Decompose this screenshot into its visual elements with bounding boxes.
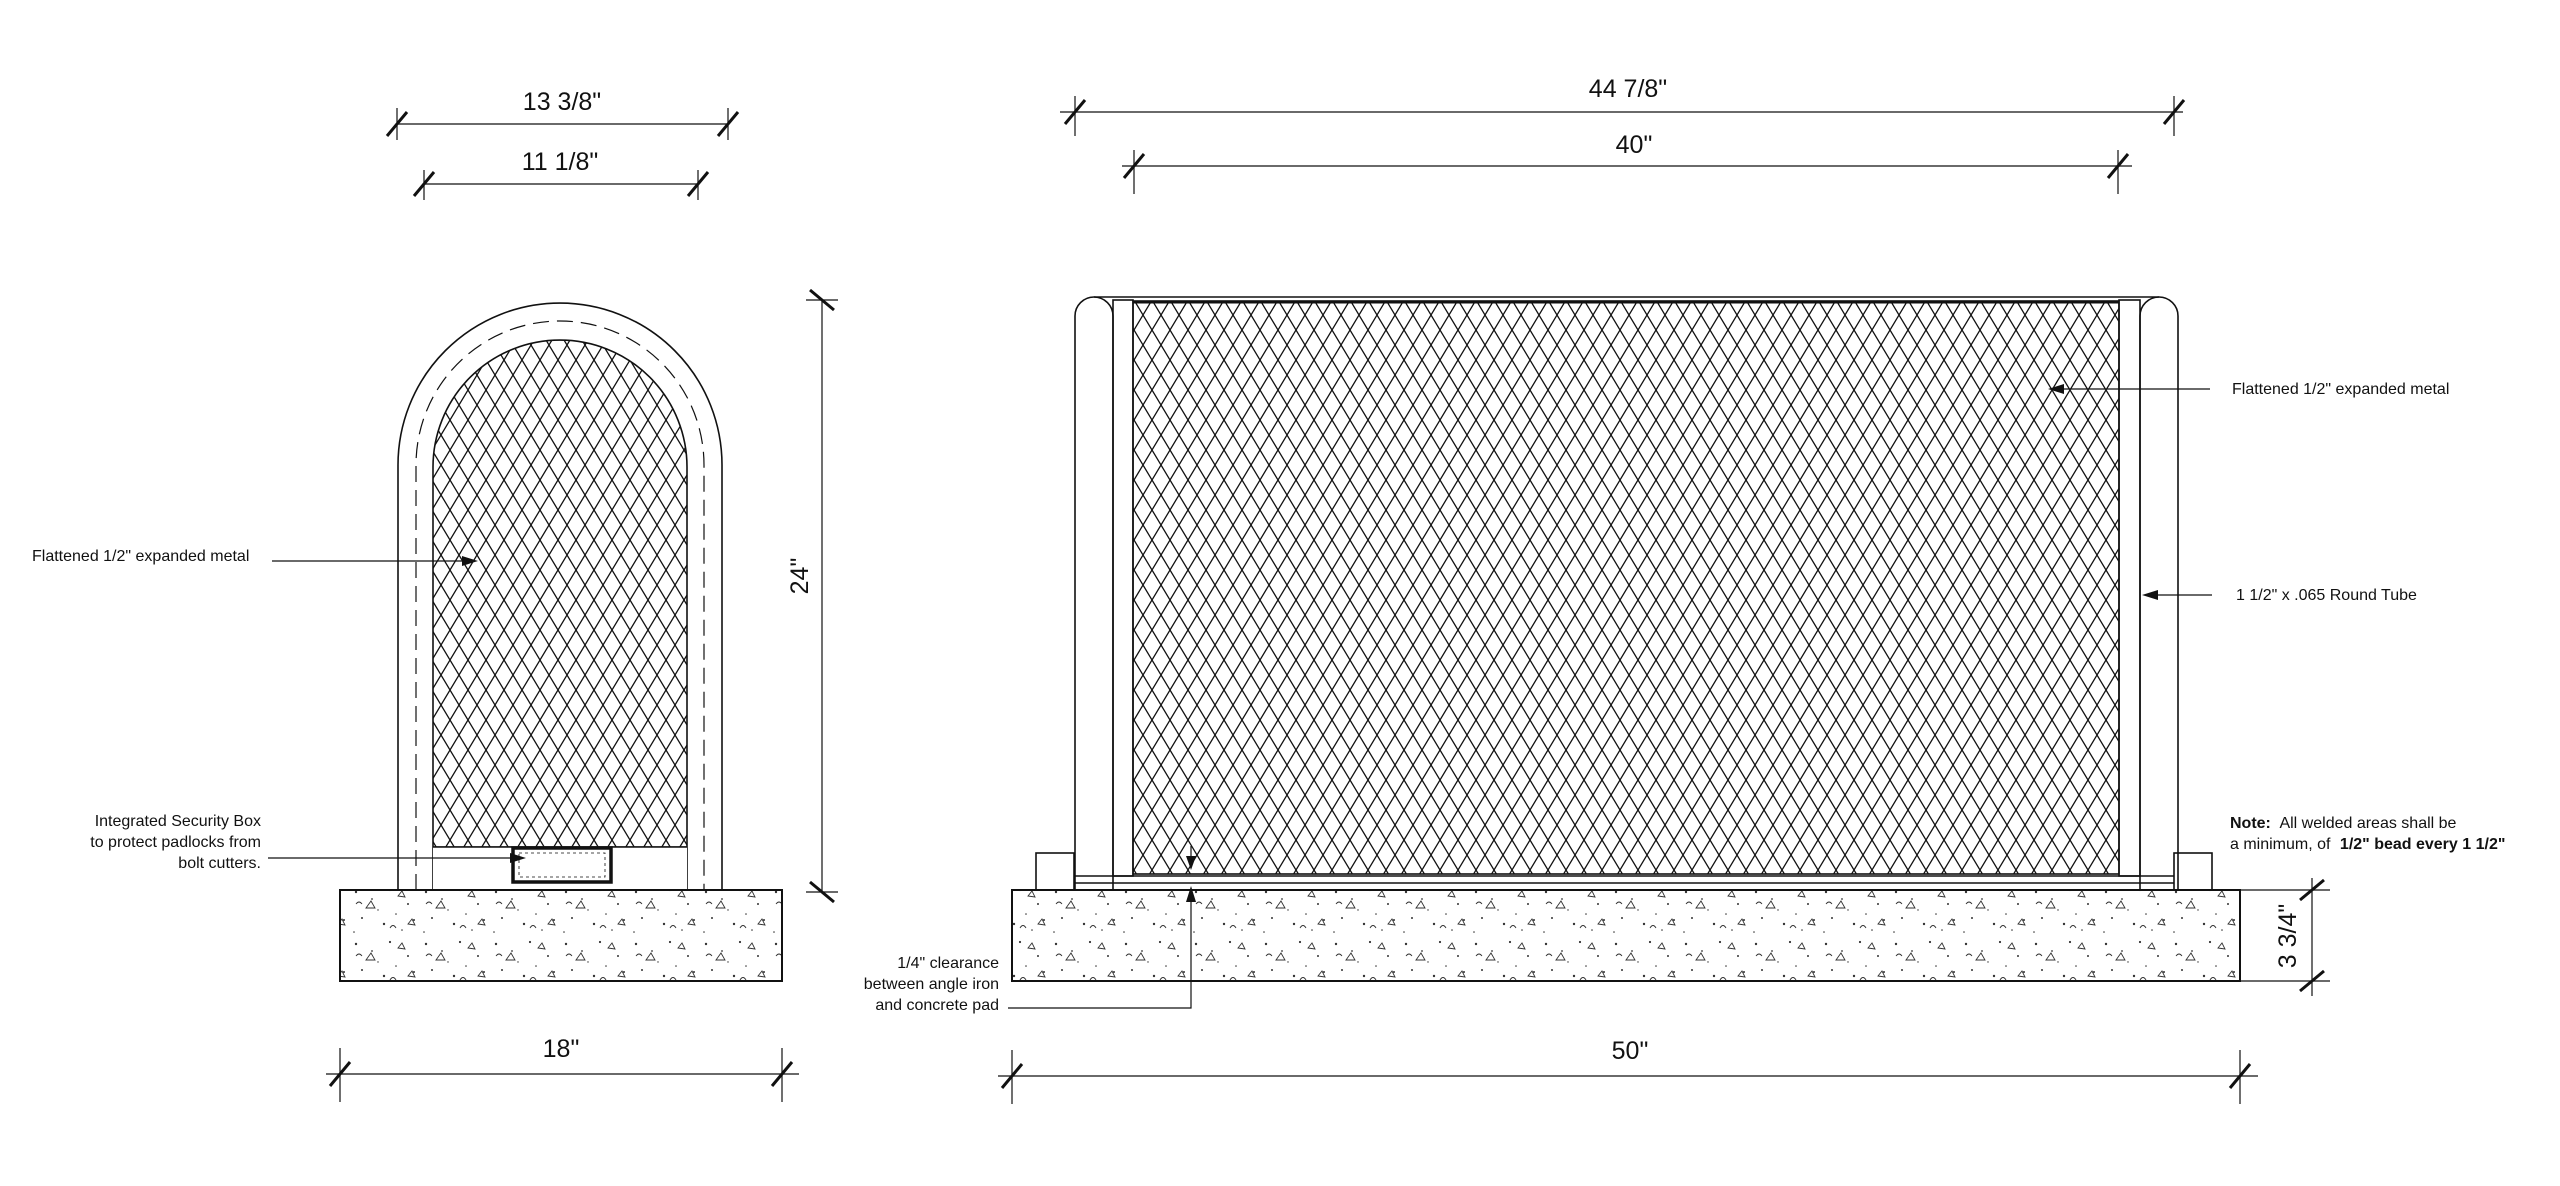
front-concrete-pad xyxy=(1011,889,2241,982)
side-view: 13 3/8" 11 1/8" 24" xyxy=(32,88,838,1102)
front-left-round-tube xyxy=(1074,296,1114,890)
security-box-callout-line-2: to protect padlocks from xyxy=(90,834,261,851)
side-arch-centerline xyxy=(415,320,705,890)
side-arch-outer xyxy=(397,302,723,890)
arrow-icon xyxy=(510,853,526,863)
front-inner-width-label: 40" xyxy=(1616,131,1653,159)
tube-callout-text: 1 1/2" x .065 Round Tube xyxy=(2236,587,2417,604)
security-box-callout-line-1: Integrated Security Box xyxy=(95,813,261,830)
clearance-callout-line-1: 1/4" clearance xyxy=(897,955,999,972)
side-pad-width-dimension: 18" xyxy=(326,1035,799,1102)
side-outer-width-label: 13 3/8" xyxy=(523,88,601,116)
side-inner-width-dimension: 11 1/8" xyxy=(412,148,710,200)
arrow-icon xyxy=(1186,856,1196,870)
side-concrete-pad xyxy=(339,889,783,982)
front-pad-height-label: 3 3/4" xyxy=(2274,904,2302,968)
front-pad-width-label: 50" xyxy=(1612,1037,1649,1065)
clearance-callout-line-3: and concrete pad xyxy=(875,997,999,1014)
note-line-2-bold: 1/2" bead every 1 1/2" xyxy=(2340,836,2506,853)
arrow-icon xyxy=(2048,384,2064,394)
tube-callout: 1 1/2" x .065 Round Tube xyxy=(2142,587,2417,604)
front-pad-height-dimension: 3 3/4" xyxy=(2240,878,2330,996)
side-mesh-callout: Flattened 1/2" expanded metal xyxy=(32,548,478,566)
weld-note: Note: All welded areas shall be a minimu… xyxy=(2230,815,2505,853)
front-view: 44 7/8" 40" xyxy=(864,75,2505,1104)
weld-note-line-1: Note: All welded areas shall be xyxy=(2230,815,2457,832)
side-inner-width-label: 11 1/8" xyxy=(522,148,599,176)
arrow-icon xyxy=(2142,590,2158,600)
clearance-callout: 1/4" clearance between angle iron and co… xyxy=(864,846,1196,1014)
side-outer-width-dimension: 13 3/8" xyxy=(385,88,740,140)
front-mesh-callout-text: Flattened 1/2" expanded metal xyxy=(2232,381,2449,398)
weld-note-line-2: a minimum, of 1/2" bead every 1 1/2" xyxy=(2230,836,2505,853)
note-line-1-text: All welded areas shall be xyxy=(2279,815,2456,832)
front-mesh-callout: Flattened 1/2" expanded metal xyxy=(2048,381,2449,398)
arrow-icon xyxy=(1186,886,1196,902)
side-pad-width-label: 18" xyxy=(543,1035,580,1063)
front-left-base-stub xyxy=(1035,852,1075,891)
front-right-plate xyxy=(2118,299,2141,877)
side-expanded-metal-mesh xyxy=(433,340,687,852)
side-height-dimension: 24" xyxy=(786,288,838,904)
front-expanded-metal-mesh xyxy=(1132,300,2120,875)
clearance-callout-line-2: between angle iron xyxy=(864,976,999,993)
front-right-base-stub xyxy=(2173,852,2213,891)
front-outer-width-dimension: 44 7/8" xyxy=(1060,75,2186,136)
security-box-callout: Integrated Security Box to protect padlo… xyxy=(90,813,526,872)
arrow-icon xyxy=(462,556,478,566)
side-height-label: 24" xyxy=(786,558,814,595)
front-left-plate xyxy=(1112,299,1134,877)
front-right-round-tube xyxy=(2139,296,2179,890)
security-box-callout-line-3: bolt cutters. xyxy=(178,855,261,872)
front-inner-width-dimension: 40" xyxy=(1122,131,2132,194)
note-line-2-prefix: a minimum, of xyxy=(2230,836,2331,853)
side-mesh-callout-text: Flattened 1/2" expanded metal xyxy=(32,548,249,565)
front-outer-width-label: 44 7/8" xyxy=(1589,75,1667,103)
note-label: Note: xyxy=(2230,815,2271,832)
front-pad-width-dimension: 50" xyxy=(998,1037,2258,1104)
security-box xyxy=(511,846,613,884)
